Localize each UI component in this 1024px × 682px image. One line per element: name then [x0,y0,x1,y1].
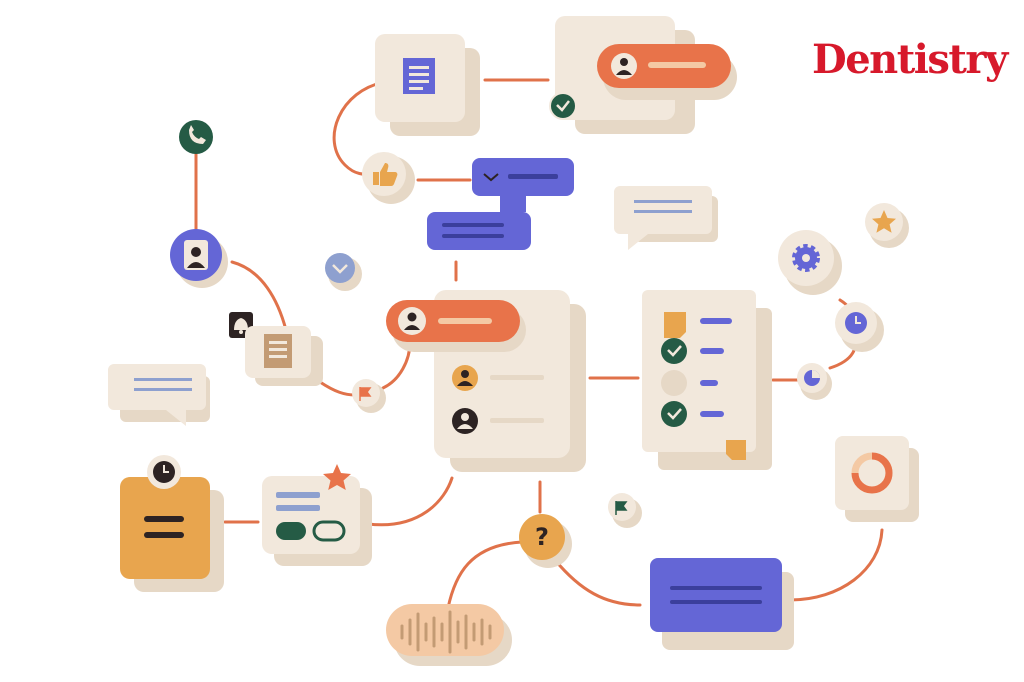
chevron-down-icon [483,173,499,182]
message-card [650,558,794,650]
chat-bubble-icon [614,186,718,250]
document-icon [245,326,323,386]
document-icon [403,58,435,94]
user-icon [170,229,228,288]
donut-chart-icon [835,436,919,522]
settings-card [262,464,372,566]
pie-icon [797,363,832,400]
clock-icon [147,455,181,489]
chat-bubble-icon [108,364,210,426]
check-icon [549,92,577,120]
star-icon [865,203,909,248]
brand-logo: Dentistry [812,36,1008,83]
star-icon [323,464,351,490]
question-icon [519,514,572,568]
central-profile-card [386,290,586,472]
profile-card [549,16,737,134]
thumbs-up-icon [362,152,415,204]
question-mark-glyph: ? [535,523,549,551]
phone-icon [179,120,213,154]
document-card [375,34,480,136]
audio-wave-icon [386,604,512,666]
user-icon [611,53,637,79]
dropdown-widget [427,158,574,250]
checklist-icon [642,290,772,470]
check-icon [325,253,362,291]
connectors [194,78,884,610]
sticky-note-icon [664,312,686,338]
flag-icon [352,379,386,413]
flag-icon [608,493,642,528]
toggle-icon [276,520,346,542]
task-card [120,455,224,592]
gear-icon [778,230,842,295]
clock-icon [835,302,884,352]
